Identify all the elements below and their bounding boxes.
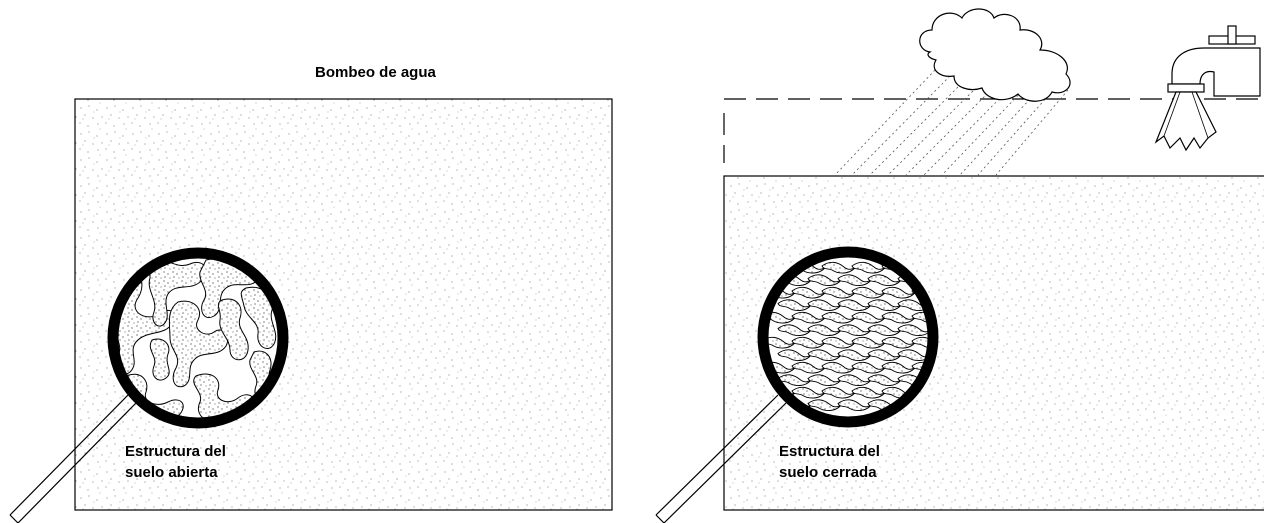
magnifier-handle-left — [9, 394, 137, 523]
compacted-aggregate — [911, 361, 928, 374]
faucet-icon — [1154, 25, 1261, 152]
magnifier-icon — [107, 247, 289, 429]
caption-open-line1: Estructura del — [125, 443, 226, 460]
caption-open-structure: Estructura del suelo abierta — [125, 441, 226, 483]
caption-closed-structure: Estructura del suelo cerrada — [779, 441, 880, 483]
closed-structure-view — [768, 257, 928, 417]
cloud-icon — [919, 8, 1071, 102]
compacted-aggregate — [897, 324, 928, 336]
caption-closed-line2: suelo cerrada — [779, 464, 877, 481]
magnifier-icon — [757, 246, 939, 428]
closed-soil-panel — [655, 8, 1264, 523]
caption-open-line2: suelo abierta — [125, 464, 218, 481]
magnifier-handle-right — [655, 394, 787, 523]
diagram-title: Bombeo de agua — [315, 64, 436, 81]
caption-closed-line1: Estructura del — [779, 443, 880, 460]
compacted-aggregate — [911, 336, 928, 349]
open-soil-panel — [9, 98, 613, 523]
compacted-aggregate — [911, 311, 928, 324]
rain-icon — [834, 69, 1069, 176]
